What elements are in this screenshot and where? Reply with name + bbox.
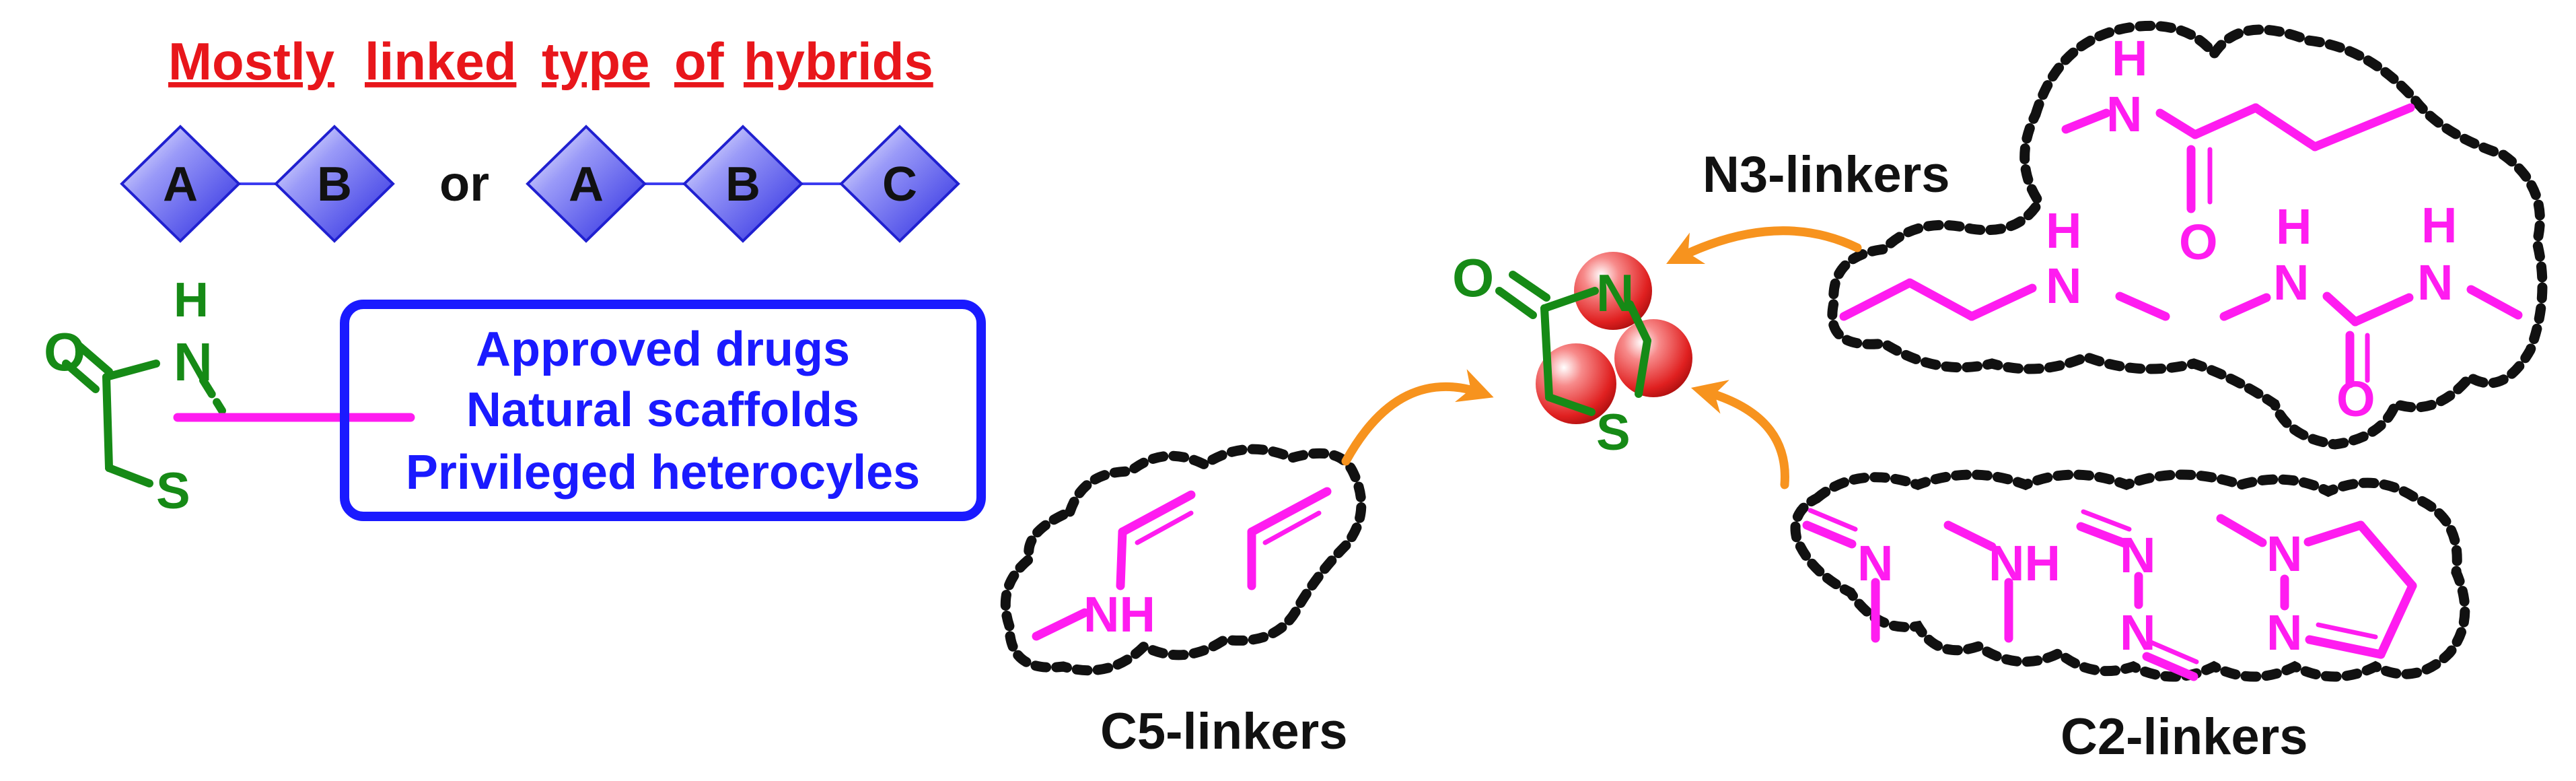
sphere-c5 — [1536, 343, 1616, 424]
c2-pyrazoline-nitrogen-2: N — [2266, 605, 2302, 660]
header-word-hybrids: hybrids — [744, 32, 933, 91]
center-oxygen: O — [1452, 248, 1494, 308]
n3-linkers-group: N3-linkers H N O H — [1703, 20, 2548, 450]
c2-amine-nh: NH — [1989, 535, 2061, 591]
header-word-type: type — [542, 32, 649, 91]
n3-urea-hydrogen-1: H — [2276, 199, 2312, 254]
diamond-b — [682, 125, 803, 243]
n3-urea-nitrogen-1: N — [2273, 254, 2309, 310]
c5-linkers-cloud — [1000, 444, 1367, 676]
n3-linkers-cloud — [1827, 20, 2548, 450]
or-connector: or — [439, 156, 489, 211]
header-word-linked: linked — [365, 32, 516, 91]
diamond-a — [120, 125, 241, 243]
diamond-c-label: C — [882, 158, 917, 211]
header-word-mostly: Mostly — [168, 32, 334, 91]
center-sulfur: S — [1596, 404, 1631, 461]
center-thiazolidinone: O N S — [1452, 248, 1692, 461]
n3-amine-nitrogen: N — [2046, 258, 2081, 314]
n3-amide-hydrogen: H — [2112, 30, 2147, 86]
arrow-n3-to-ring — [1666, 226, 1862, 264]
c2-linkers-label: C2-linkers — [2061, 708, 2308, 766]
n3-urea-nitrogen-2: N — [2417, 254, 2453, 310]
hybrid-two-part: A B — [120, 125, 395, 243]
c5-linkers-label: C5-linkers — [1100, 703, 1348, 760]
core-oxygen: O — [44, 322, 85, 382]
core-nitrogen: N — [174, 332, 213, 392]
n3-amide-nitrogen: N — [2106, 86, 2142, 142]
linker-arrows — [1341, 226, 1862, 489]
n3-linkers-label: N3-linkers — [1703, 146, 1950, 203]
diamond-a — [526, 125, 647, 243]
n3-amine-hydrogen: H — [2046, 203, 2081, 259]
diamond-b-label: B — [725, 158, 760, 211]
hybrid-three-part: A B C — [526, 125, 960, 243]
c5-linkers-group: C5-linkers NH — [1000, 444, 1367, 760]
sphere-c2 — [1614, 319, 1692, 397]
core-thiazolidinone: O N H S — [44, 273, 415, 520]
c2-azine-nitrogen-1: N — [2120, 527, 2155, 583]
core-sulfur: S — [156, 463, 190, 520]
c2-linkers-cloud — [1790, 469, 2470, 682]
c2-azine-nitrogen-2: N — [2120, 605, 2155, 660]
diamond-a-label: A — [569, 158, 604, 211]
info-line-approved-drugs: Approved drugs — [476, 322, 850, 376]
core-hydrogen: H — [174, 273, 209, 327]
n3-urea-oxygen: O — [2336, 371, 2375, 427]
info-line-natural-scaffolds: Natural scaffolds — [466, 383, 859, 437]
info-line-privileged-heterocycles: Privileged heterocyles — [406, 446, 920, 500]
header-title: Mostly linked type of hybrids — [168, 32, 933, 91]
n3-urea-hydrogen-2: H — [2421, 197, 2457, 253]
info-box: Approved drugs Natural scaffolds Privile… — [340, 300, 986, 521]
n3-amide-oxygen: O — [2179, 214, 2218, 270]
diamond-b — [274, 125, 395, 243]
arrow-c5-to-ring — [1341, 369, 1494, 466]
c2-pyrazoline-nitrogen-1: N — [2266, 526, 2302, 582]
c5-amine-nh: NH — [1083, 586, 1155, 642]
center-nitrogen: N — [1596, 263, 1634, 322]
diamond-b-label: B — [317, 158, 352, 211]
arrow-c2-to-ring — [1690, 380, 1789, 489]
c2-linkers-group: C2-linkers N NH N — [1790, 469, 2470, 766]
c2-imine-nitrogen: N — [1857, 535, 1893, 591]
diamond-c — [839, 125, 960, 243]
diamond-a-label: A — [163, 158, 198, 211]
header-word-of: of — [674, 32, 725, 91]
